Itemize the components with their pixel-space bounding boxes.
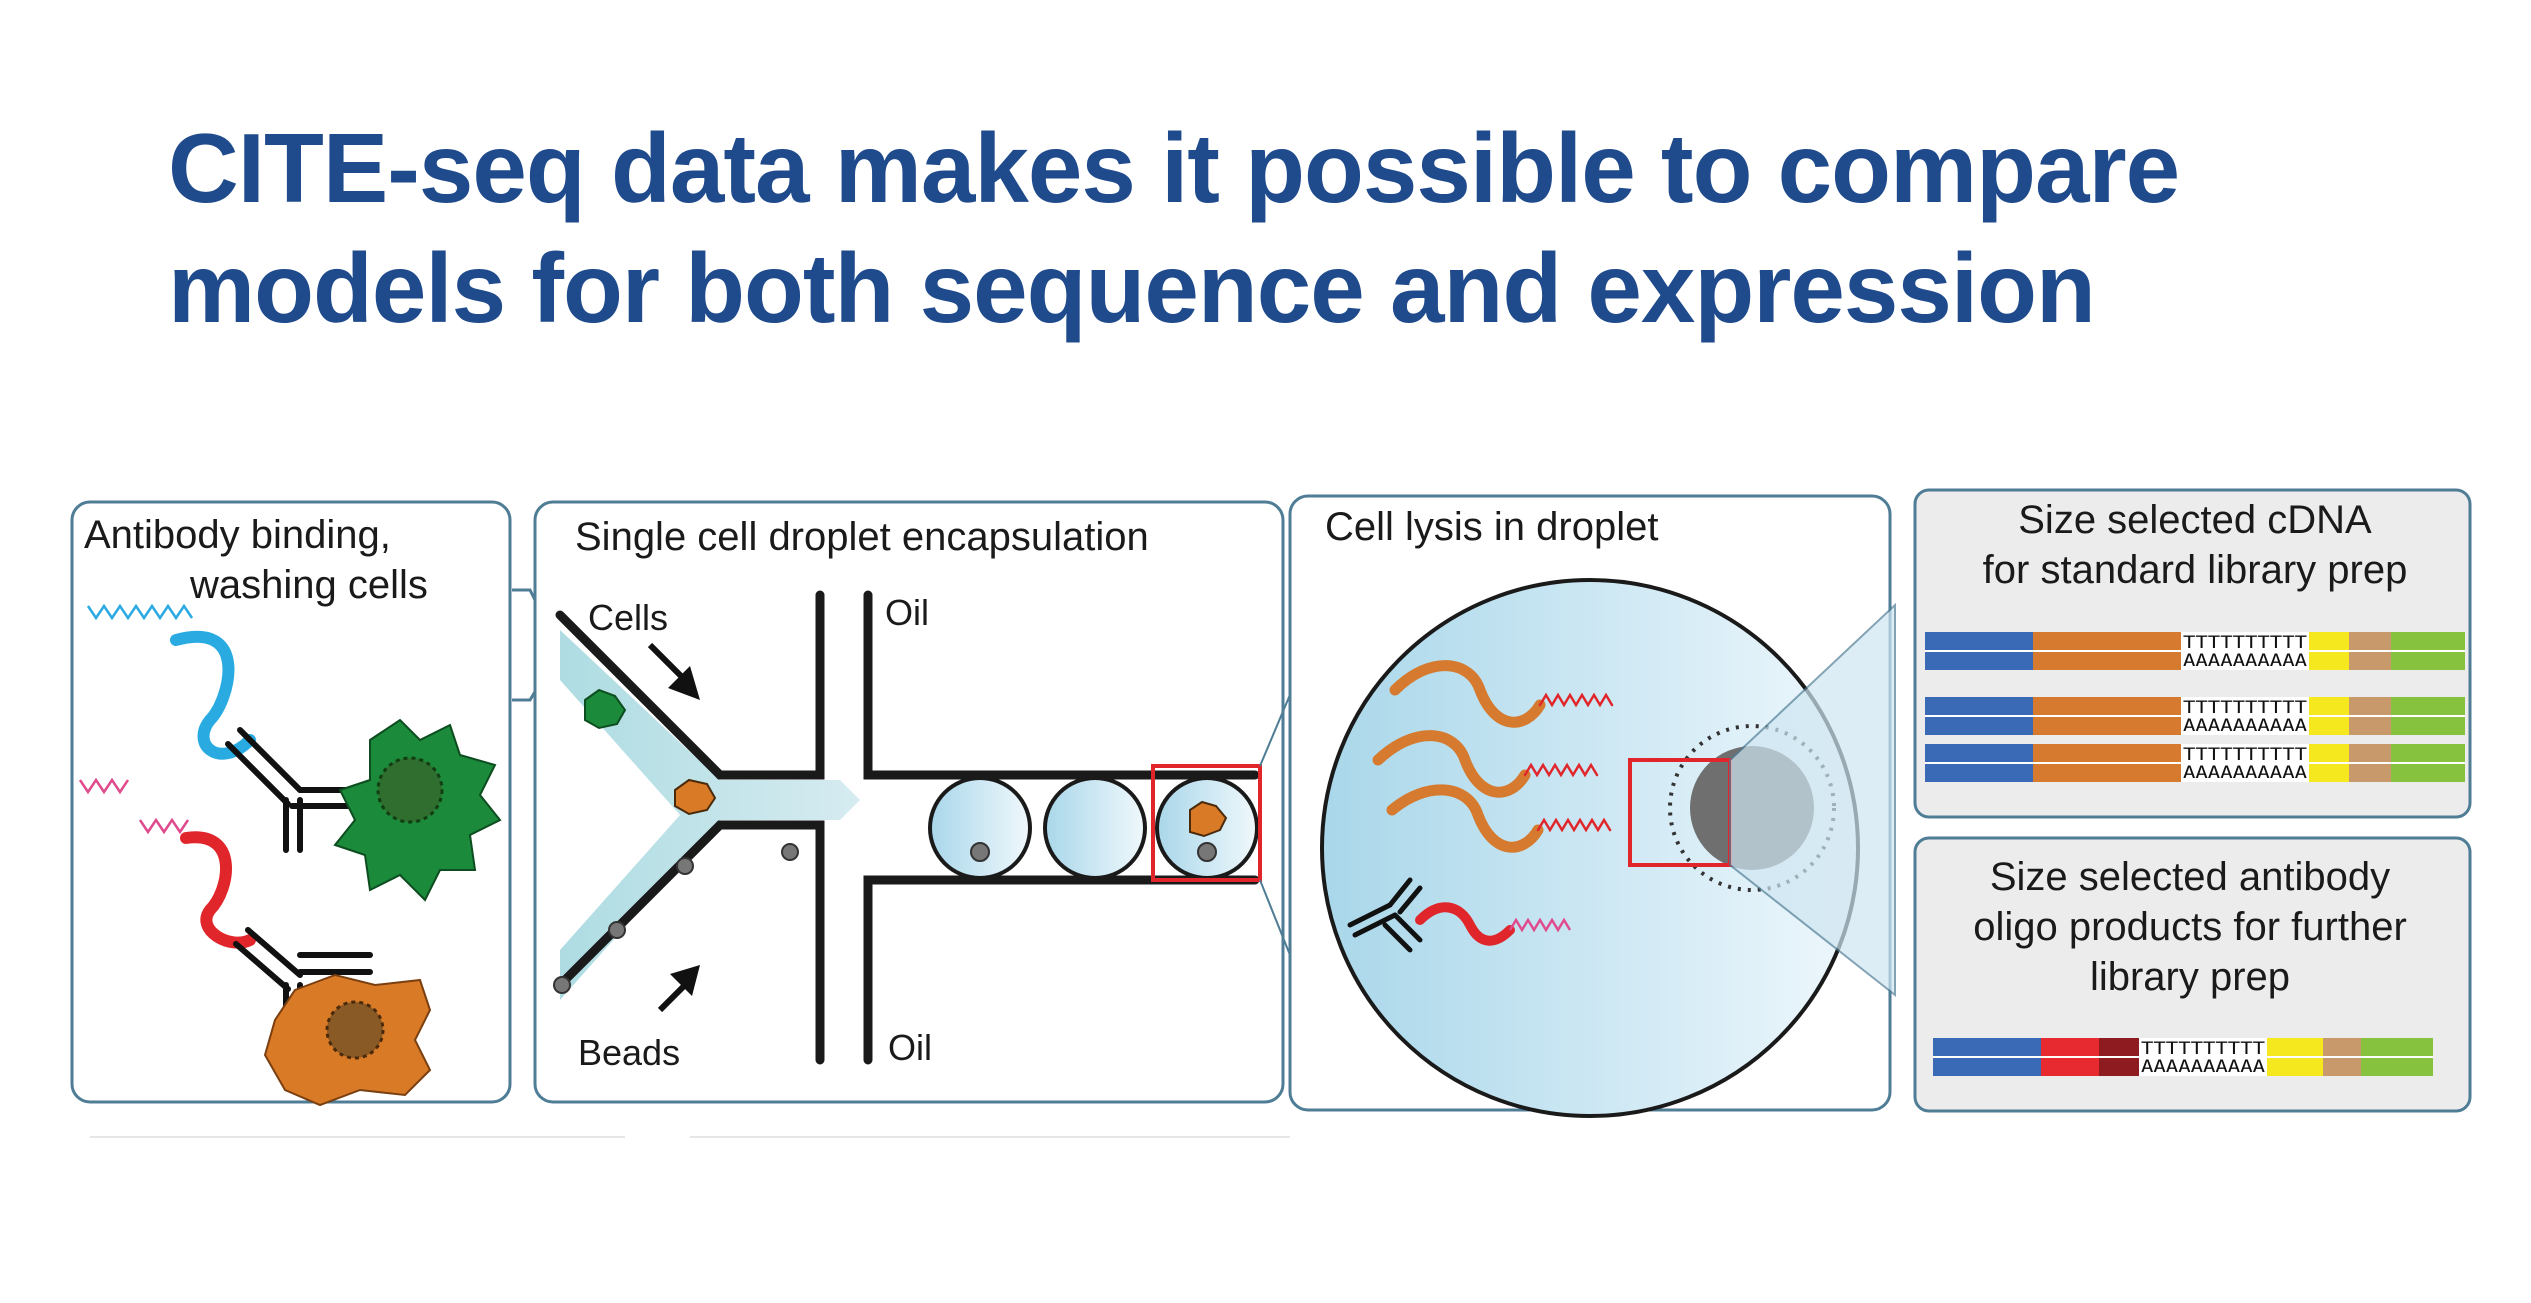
bead-icon: [970, 842, 990, 862]
poly-a-segment: [2181, 632, 2309, 670]
highlight-box: [1151, 764, 1262, 882]
oil-bottom-label: Oil: [888, 1027, 932, 1068]
cells-label: Cells: [588, 597, 668, 638]
poly-sequence-text: TTTTTTTTTT: [2183, 745, 2307, 765]
arrow-icon: [647, 642, 700, 700]
panel-cell-lysis: Cell lysis in droplet: [1288, 494, 1892, 1118]
poly-sequence-text: TTTTTTTTTT: [2183, 633, 2307, 653]
channel-walls: [555, 590, 1260, 1065]
droplet: [1043, 776, 1147, 880]
panel-antibody-binding: Antibody binding, washing cells: [70, 500, 512, 1107]
zoom-connector: [1729, 602, 1896, 998]
poly-sequence-text: AAAAAAAAAA: [2141, 1057, 2265, 1077]
panel-frame: [70, 500, 512, 1104]
bead-icon: [1197, 842, 1217, 862]
oligo-zigzag: [1508, 917, 1572, 933]
panel-title: Single cell droplet encapsulation: [575, 515, 1149, 559]
cell-icon: [584, 688, 627, 730]
slide-title: CITE-seq data makes it possible to compa…: [168, 108, 2468, 348]
mrna-icon: [1386, 784, 1612, 853]
poly-sequence-text: AAAAAAAAAA: [2183, 716, 2307, 736]
beads-label: Beads: [578, 1032, 680, 1073]
panel-droplet-encapsulation: Single cell droplet encapsulation Cells …: [533, 500, 1285, 1104]
slide-title-line-1: CITE-seq data makes it possible to compa…: [168, 113, 2180, 223]
panel-title: Antibody binding,: [84, 513, 391, 557]
cdna-fragment-list: TTTTTTTTTTAAAAAAAAAATTTTTTTTTTAAAAAAAAAA…: [1925, 632, 2465, 783]
bead-icon: [676, 857, 694, 875]
arrow-icon: [657, 965, 700, 1013]
mrna-icon: [1389, 660, 1614, 728]
oligo-strand: [170, 631, 256, 760]
poly-sequence-text: TTTTTTTTTT: [2141, 1039, 2265, 1059]
oligo-zigzag: [86, 603, 194, 621]
mrna-icon: [1372, 730, 1599, 798]
panel-title: Size selected antibody: [1990, 855, 2390, 899]
cell-nucleus: [325, 1000, 385, 1060]
poly-a-segment: [2139, 1038, 2267, 1076]
poly-a-segment: [2181, 697, 2309, 735]
poly-sequence-text: TTTTTTTTTT: [2183, 698, 2307, 718]
bead-icon: [553, 976, 571, 994]
oligo-strand: [1415, 902, 1515, 946]
oil-top-label: Oil: [885, 592, 929, 633]
panel-cdna-library: Size selected cDNA for standard library …: [1913, 488, 2472, 819]
poly-a-segment: [2181, 744, 2309, 782]
panel-title: washing cells: [189, 563, 428, 607]
panel-title: library prep: [2090, 955, 2290, 999]
panel-title: Cell lysis in droplet: [1325, 505, 1658, 549]
panel-antibody-oligo-library: Size selected antibody oligo products fo…: [1913, 836, 2472, 1113]
slide-title-line-2: models for both sequence and expression: [168, 233, 2096, 343]
bead-icon: [781, 843, 799, 861]
cell-nucleus: [376, 756, 444, 824]
panel-title: Size selected cDNA: [2018, 498, 2372, 542]
panel-title: oligo products for further: [1973, 905, 2407, 949]
panel-title: for standard library prep: [1983, 548, 2408, 592]
antibody-icon: [233, 927, 373, 1043]
droplet: [928, 776, 1032, 880]
oligo-strand: [180, 831, 256, 949]
poly-sequence-text: AAAAAAAAAA: [2183, 651, 2307, 671]
oligo-zigzag: [78, 777, 190, 835]
poly-sequence-text: AAAAAAAAAA: [2183, 763, 2307, 783]
zoom-connector: [1259, 689, 1293, 961]
cell-icon: [1189, 800, 1228, 838]
antibody-icon: [1347, 877, 1423, 953]
bead-icon: [608, 921, 626, 939]
cell-icon: [674, 778, 717, 816]
